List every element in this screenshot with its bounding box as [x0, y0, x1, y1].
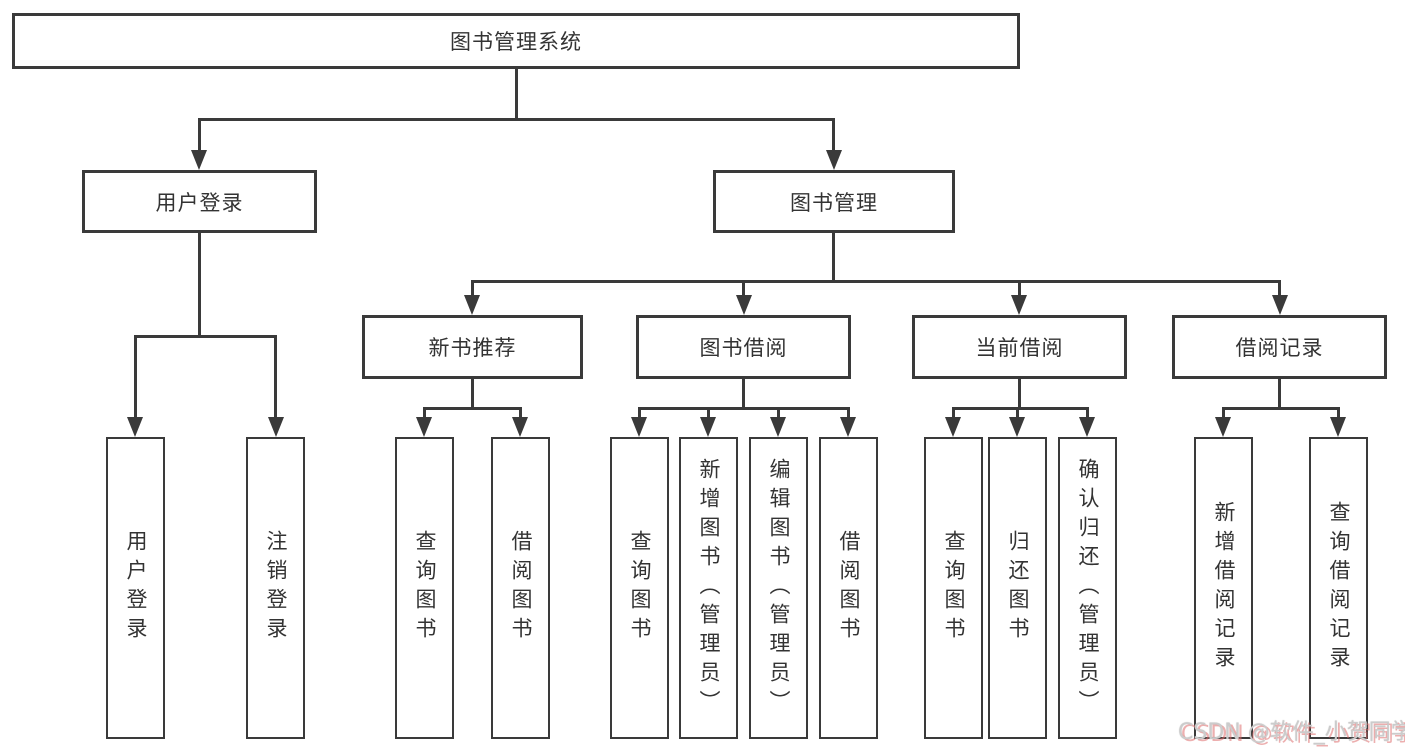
connector-line: [1222, 407, 1225, 420]
leaf-label: 借阅图书: [837, 530, 861, 646]
leaf-return-books: 归还图书: [988, 437, 1047, 739]
arrowhead-down-icon: [416, 417, 432, 437]
node-new-book-recommendation: 新书推荐: [362, 315, 583, 379]
node-book-management: 图书管理: [713, 170, 955, 233]
connector-line: [952, 407, 955, 420]
leaf-label: 编辑图书（管理员）: [767, 457, 791, 719]
leaf-label: 借阅图书: [509, 530, 533, 646]
arrowhead-down-icon: [770, 417, 786, 437]
connector-line: [952, 407, 1089, 410]
node-book-borrowing: 图书借阅: [636, 315, 851, 379]
connector-line: [1018, 280, 1021, 298]
leaf-label: 查询图书: [413, 530, 437, 646]
connector-line: [638, 407, 850, 410]
node-label: 新书推荐: [428, 336, 517, 360]
leaf-add-borrow-record: 新增借阅记录: [1194, 437, 1253, 739]
connector-line: [1018, 379, 1021, 407]
connector-line: [742, 379, 745, 407]
leaf-query-books-borrowing: 查询图书: [610, 437, 669, 739]
connector-line: [777, 407, 780, 420]
node-label: 图书管理系统: [450, 30, 582, 54]
node-label: 借阅记录: [1235, 336, 1324, 360]
connector-line: [707, 407, 710, 420]
connector-line: [134, 335, 137, 420]
node-user-login: 用户登录: [82, 170, 317, 233]
leaf-borrow-books-recommend: 借阅图书: [491, 437, 550, 739]
arrowhead-down-icon: [464, 295, 480, 315]
arrowhead-down-icon: [191, 150, 207, 170]
node-borrowing-records: 借阅记录: [1172, 315, 1387, 379]
connector-line: [832, 118, 835, 151]
arrowhead-down-icon: [945, 417, 961, 437]
connector-line: [274, 335, 277, 420]
leaf-label: 查询借阅记录: [1327, 501, 1351, 675]
connector-line: [1016, 407, 1019, 420]
arrowhead-down-icon: [1009, 417, 1025, 437]
node-label: 图书管理: [790, 190, 878, 215]
arrowhead-down-icon: [512, 417, 528, 437]
connector-line: [1086, 407, 1089, 420]
arrowhead-down-icon: [127, 417, 143, 437]
connector-line: [1222, 407, 1340, 410]
connector-line: [471, 280, 474, 298]
arrowhead-down-icon: [1215, 417, 1231, 437]
node-library-management-system: 图书管理系统: [12, 13, 1020, 69]
connector-line: [423, 407, 522, 410]
connector-line: [638, 407, 641, 420]
connector-line: [471, 280, 1281, 283]
connector-line: [832, 233, 835, 280]
node-label: 用户登录: [155, 190, 244, 215]
arrowhead-down-icon: [1330, 417, 1346, 437]
arrowhead-down-icon: [1079, 417, 1095, 437]
node-current-borrowing: 当前借阅: [912, 315, 1127, 379]
arrowhead-down-icon: [840, 417, 856, 437]
connector-line: [742, 280, 745, 298]
connector-line: [198, 233, 201, 335]
connector-line: [134, 335, 277, 338]
leaf-query-books-current: 查询图书: [924, 437, 983, 739]
csdn-watermark: CSDN @软件_小贺同学: [1178, 720, 1405, 745]
leaf-label: 查询图书: [942, 530, 966, 646]
arrowhead-down-icon: [1011, 295, 1027, 315]
connector-line: [198, 118, 835, 121]
leaf-label: 归还图书: [1006, 530, 1030, 646]
leaf-label: 注销登录: [264, 530, 288, 646]
arrowhead-down-icon: [736, 295, 752, 315]
leaf-borrow-books: 借阅图书: [819, 437, 878, 739]
arrowhead-down-icon: [631, 417, 647, 437]
connector-line: [198, 118, 201, 151]
leaf-label: 确认归还（管理员）: [1076, 457, 1100, 719]
arrowhead-down-icon: [268, 417, 284, 437]
leaf-query-books-recommend: 查询图书: [395, 437, 454, 739]
arrowhead-down-icon: [700, 417, 716, 437]
connector-line: [1278, 379, 1281, 407]
node-label: 图书借阅: [699, 336, 788, 360]
arrowhead-down-icon: [1272, 295, 1288, 315]
connector-line: [847, 407, 850, 420]
leaf-confirm-return-admin: 确认归还（管理员）: [1058, 437, 1117, 739]
leaf-edit-books-admin: 编辑图书（管理员）: [749, 437, 808, 739]
leaf-label: 查询图书: [628, 530, 652, 646]
leaf-label: 新增借阅记录: [1212, 501, 1236, 675]
leaf-label: 新增图书（管理员）: [697, 457, 721, 719]
connector-line: [1337, 407, 1340, 420]
connector-line: [515, 69, 518, 118]
node-label: 当前借阅: [975, 336, 1064, 360]
connector-line: [519, 407, 522, 420]
leaf-label: 用户登录: [124, 530, 148, 646]
leaf-add-books-admin: 新增图书（管理员）: [679, 437, 738, 739]
leaf-logout: 注销登录: [246, 437, 305, 739]
arrowhead-down-icon: [826, 150, 842, 170]
connector-line: [1278, 280, 1281, 298]
connector-line: [471, 379, 474, 407]
connector-line: [423, 407, 426, 420]
leaf-user-login: 用户登录: [106, 437, 165, 739]
leaf-query-borrow-record: 查询借阅记录: [1309, 437, 1368, 739]
